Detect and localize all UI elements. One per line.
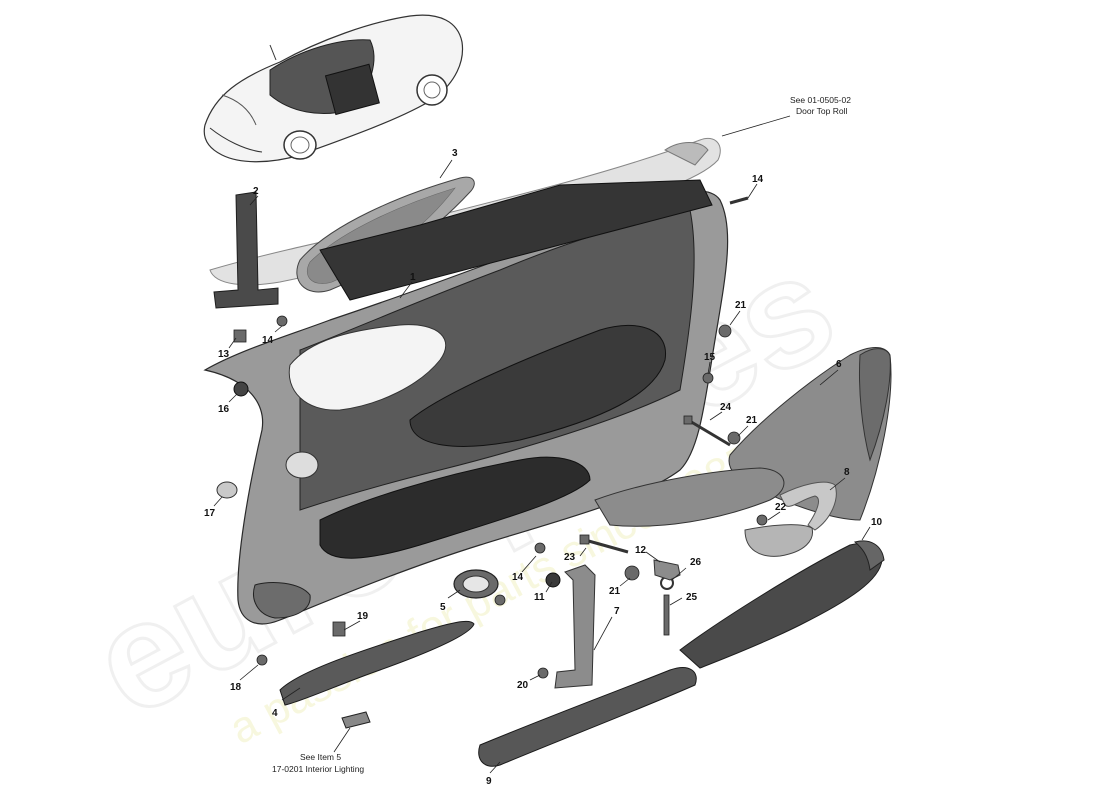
- callout-19: 19: [357, 611, 369, 622]
- callout-20: 20: [517, 680, 529, 691]
- callout-24: 24: [720, 402, 732, 413]
- callout-labels: 1 2 3 4 5 6 7 8 9 10 11 12 13 14 14 14 1…: [204, 95, 883, 787]
- callout-11: 11: [534, 592, 545, 603]
- callout-16: 16: [218, 404, 230, 415]
- interior-light-lens: [341, 711, 371, 729]
- callout-26: 26: [690, 557, 702, 568]
- callout-21-low: 21: [609, 586, 621, 597]
- callout-4: 4: [272, 708, 278, 719]
- part-9-sill-trim: [478, 667, 697, 767]
- hardware-group: [216, 196, 768, 679]
- leader-lines: [213, 115, 871, 774]
- callout-17: 17: [204, 508, 216, 519]
- part-2-l-bracket: [213, 191, 279, 309]
- callout-23: 23: [564, 552, 576, 563]
- part-22-handle-cup: [744, 524, 814, 557]
- car-overview-illustration: [203, 14, 464, 163]
- note-interior-lighting-ref: See Item 5: [300, 752, 341, 762]
- callout-25: 25: [686, 592, 698, 603]
- callout-15: 15: [704, 352, 716, 363]
- callout-5: 5: [440, 602, 446, 613]
- callout-22: 22: [775, 502, 787, 513]
- callout-2: 2: [253, 186, 259, 197]
- callout-1: 1: [410, 272, 416, 283]
- callout-21-mid: 21: [746, 415, 758, 426]
- callout-21-top: 21: [735, 300, 747, 311]
- note-door-top-roll-ref: See 01-0505-02: [790, 95, 851, 105]
- note-door-top-roll-name: Door Top Roll: [796, 106, 847, 116]
- note-interior-lighting-name: 17-0201 Interior Lighting: [272, 764, 364, 774]
- callout-6: 6: [836, 359, 842, 370]
- callout-12: 12: [635, 545, 647, 556]
- part-10-door-pocket: [679, 540, 885, 669]
- callout-9: 9: [486, 776, 492, 787]
- callout-7: 7: [614, 606, 620, 617]
- callout-18: 18: [230, 682, 242, 693]
- callout-8: 8: [844, 467, 850, 478]
- part-lower-armrest-trim: [594, 467, 785, 527]
- part-7-bracket: [554, 564, 596, 689]
- part-8-grab-handle: [779, 481, 837, 531]
- callout-14-upper-left: 14: [262, 335, 274, 346]
- callout-14-lower: 14: [512, 572, 524, 583]
- callout-3: 3: [452, 148, 458, 159]
- part-4-lower-trim-strip: [279, 620, 475, 706]
- callout-10: 10: [871, 517, 883, 528]
- callout-13: 13: [218, 349, 230, 360]
- part-1-door-trim-panel: [203, 179, 729, 625]
- callout-14-upper-right: 14: [752, 174, 764, 185]
